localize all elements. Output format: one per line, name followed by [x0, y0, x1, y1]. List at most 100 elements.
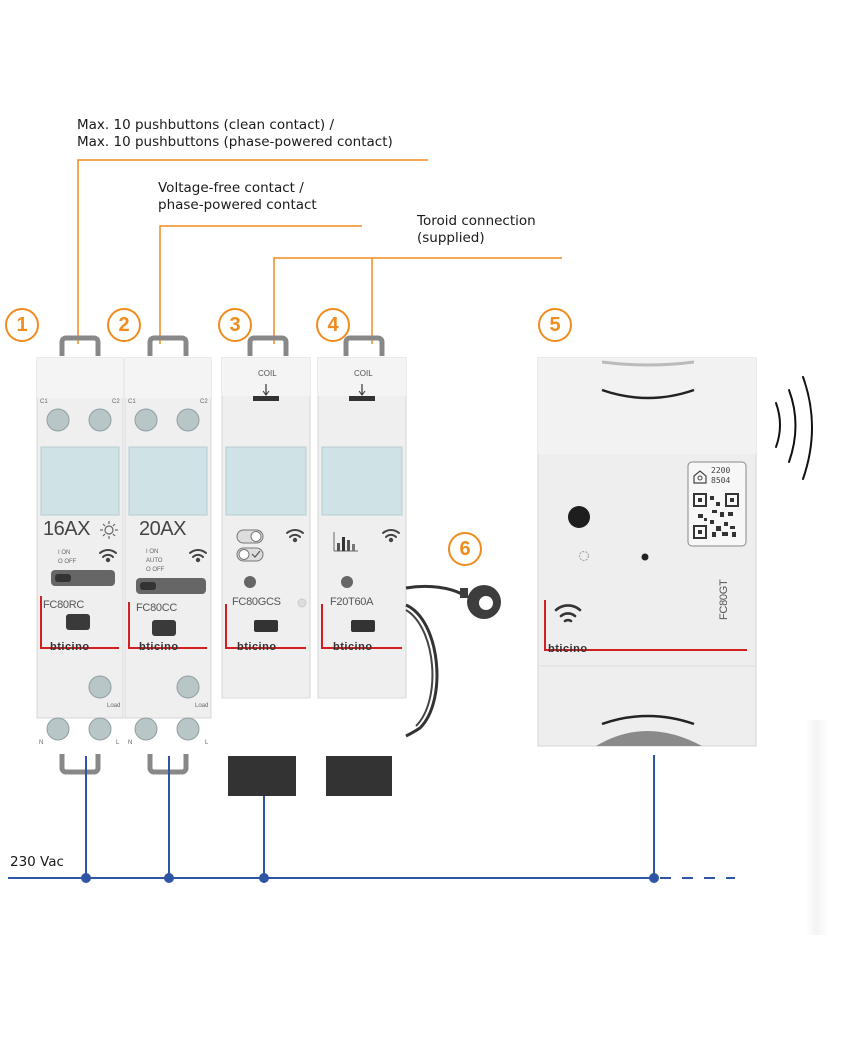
gear-icon: [578, 550, 590, 562]
load-label: Load: [195, 703, 209, 709]
terminal-label-c2: C2: [112, 399, 120, 405]
toroid-cable: [405, 584, 463, 596]
mode-selector-knob: [140, 582, 156, 590]
toroid-clip: [460, 588, 468, 598]
din-clip-bottom: [59, 754, 101, 775]
push-button: [152, 620, 176, 636]
din-clip-bottom: [326, 756, 392, 796]
coil-slot: [349, 396, 375, 401]
terminal-label-c2: C2: [200, 399, 208, 405]
wifi-icon: [99, 549, 117, 563]
toroid-cable-loop-inner: [405, 609, 434, 727]
terminal-label-l: L: [205, 740, 209, 746]
load-label: Load: [107, 703, 121, 709]
module-2-model: FC80CC: [136, 602, 177, 614]
badge-5: 5: [538, 308, 572, 342]
callout-toroid-line2: (supplied): [417, 230, 485, 246]
callout-pushbuttons-line1: Max. 10 pushbuttons (clean contact) /: [77, 117, 335, 133]
screw-terminal: [46, 408, 70, 432]
home-icon-lens: [697, 475, 703, 481]
power-bus: [8, 755, 735, 883]
radio-waves-icon: [775, 376, 813, 480]
mode-auto: AUTO: [146, 558, 163, 564]
brand-stripe: [40, 596, 119, 649]
module-1-rating: 16AX: [43, 518, 90, 540]
qr-code-text-line1: 2200: [711, 466, 731, 475]
module-body: [317, 357, 407, 699]
module-1: [36, 335, 124, 775]
module-top-cap: [37, 358, 123, 398]
module-5-gateway: [537, 357, 757, 747]
module-top-cap: [125, 358, 211, 398]
module-4-model: F20T60A: [330, 596, 374, 608]
wifi-icon: [189, 549, 207, 563]
callout-contact-line2: phase-powered contact: [158, 197, 317, 213]
terminal-label-c1: C1: [128, 399, 136, 405]
module-5-model: FC80GT: [718, 579, 730, 620]
brand-stripe: [321, 604, 402, 649]
terminal-label-n: N: [128, 740, 133, 746]
transparent-cover: [40, 446, 120, 516]
gateway-led: [641, 553, 649, 561]
gateway-bottom-handle: [601, 714, 695, 726]
gateway-top-ridge: [601, 360, 695, 367]
push-button: [254, 620, 278, 632]
din-clip-top: [343, 335, 385, 356]
check-icon: [251, 550, 261, 558]
screw-terminal-load: [176, 675, 200, 699]
brand-logo: bticino: [139, 641, 179, 653]
transparent-cover: [128, 446, 208, 516]
coil-arrow-head: [358, 390, 366, 396]
terminal-label-l: L: [116, 740, 120, 746]
background-panel-edge: [806, 720, 828, 935]
mode-selector: [136, 578, 206, 594]
bus-voltage-label: 230 Vac: [10, 854, 64, 870]
transparent-cover: [225, 446, 307, 516]
terminal-label-n: N: [39, 740, 44, 746]
toroid-cable-loop: [405, 603, 439, 738]
mode-on: I ON: [146, 549, 159, 555]
brand-logo: bticino: [333, 641, 373, 653]
badge-4: 4: [316, 308, 350, 342]
callout-contact-line1: Voltage-free contact /: [158, 180, 304, 196]
push-button: [351, 620, 375, 632]
screw-terminal-n: [46, 717, 70, 741]
status-led: [244, 576, 256, 588]
screw-terminal: [134, 408, 158, 432]
screw-terminal-l: [88, 717, 112, 741]
home-icon: [693, 470, 707, 484]
module-3-model: FC80GCS: [232, 596, 281, 608]
gear-icon: [297, 598, 307, 608]
screw-terminal: [176, 408, 200, 432]
mode-off: O OFF: [58, 559, 77, 565]
bar-chart-icon: [333, 532, 358, 552]
module-body: [221, 357, 311, 699]
wifi-icon: [286, 529, 304, 543]
gateway-button: [568, 506, 590, 528]
callout-contact: Voltage-free contact / phase-powered con…: [158, 180, 317, 214]
badge-1: 1: [5, 308, 39, 342]
bus-junction: [649, 873, 659, 883]
brand-stripe: [544, 600, 747, 651]
mode-on: I ON: [58, 550, 71, 556]
din-clip-bottom: [228, 756, 296, 796]
screw-terminal-load: [88, 675, 112, 699]
module-2: [124, 335, 212, 775]
screw-terminal: [88, 408, 112, 432]
bus-junction: [164, 873, 174, 883]
module-1-model: FC80RC: [43, 599, 84, 611]
qr-code: [693, 493, 739, 539]
brand-logo: bticino: [237, 641, 277, 653]
gateway-bottom-clip: [596, 731, 702, 746]
toroid-sensor: [405, 584, 501, 738]
din-clip-top: [59, 335, 101, 356]
bus-junction: [259, 873, 269, 883]
qr-code-text-line2: 8504: [711, 476, 731, 485]
callout-toroid-line1: Toroid connection: [417, 213, 536, 229]
push-button: [66, 614, 90, 630]
bus-junction: [81, 873, 91, 883]
coil-label: COIL: [354, 369, 373, 378]
mode-selector-knob: [55, 574, 71, 582]
